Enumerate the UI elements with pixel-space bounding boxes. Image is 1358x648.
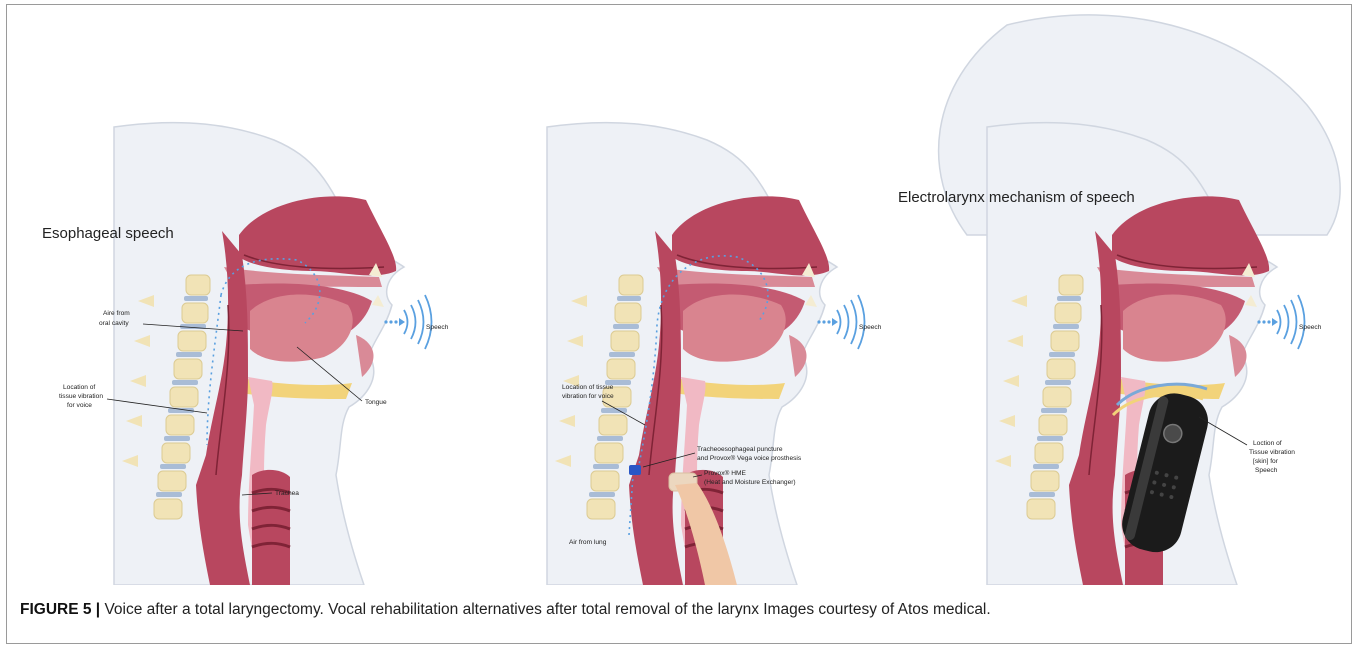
hme-label-line1: Provox® HME [704,469,746,477]
caption-label: FIGURE 5 | [20,601,100,618]
panel-electrolarynx: Electrolarynx mechanism of speech Speech… [898,15,1340,585]
voice-prosthesis [629,465,641,475]
figure-illustration: Esophageal speech Speech Aire from oral … [7,5,1351,585]
tep-label-line2: and Provox® Vega voice prosthesis [697,454,802,462]
air-lung-label: Air from lung [569,539,607,546]
loc-label-line3: [skin] for [1253,458,1279,465]
speech-label-2: Speech [859,324,882,331]
trachea-label: Trachea [275,490,299,497]
speech-label-3: Speech [1299,324,1322,331]
caption-text: Voice after a total laryngectomy. Vocal … [100,601,991,618]
hme-label-line2: (Heat and Moisture Exchanger) [704,479,796,486]
vib-label-line2: tissue vibration [59,393,103,400]
vib-label-line3: for voice [67,402,92,409]
loc-label-line4: Speech [1255,467,1278,474]
tongue-label: Tongue [365,399,387,406]
tep-vib-line2: vibration for voice [562,393,614,400]
speech-label-1: Speech [426,324,449,331]
panel-esophageal: Esophageal speech Speech Aire from oral … [42,123,449,585]
tep-vib-line1: Location of tissue [562,384,614,391]
panel-title-esophageal: Esophageal speech [42,225,174,242]
panel-tracheoesophageal: Speech Location of tissue vibration for … [547,123,882,585]
vib-label-line1: Location of [63,384,95,391]
air-label-line1: Aire from [103,310,130,317]
air-label-line2: oral cavity [99,320,129,327]
panel-title-electrolarynx: Electrolarynx mechanism of speech [898,189,1135,206]
figure-caption: FIGURE 5 | Voice after a total laryngect… [20,601,1340,619]
esophageal-anatomy-illustration [114,123,432,585]
loc-label-line1: Loction of [1253,440,1282,447]
loc-label-line2: Tissue vibration [1249,449,1295,456]
tep-label-line1: Tracheoesophageal puncture [697,446,783,453]
